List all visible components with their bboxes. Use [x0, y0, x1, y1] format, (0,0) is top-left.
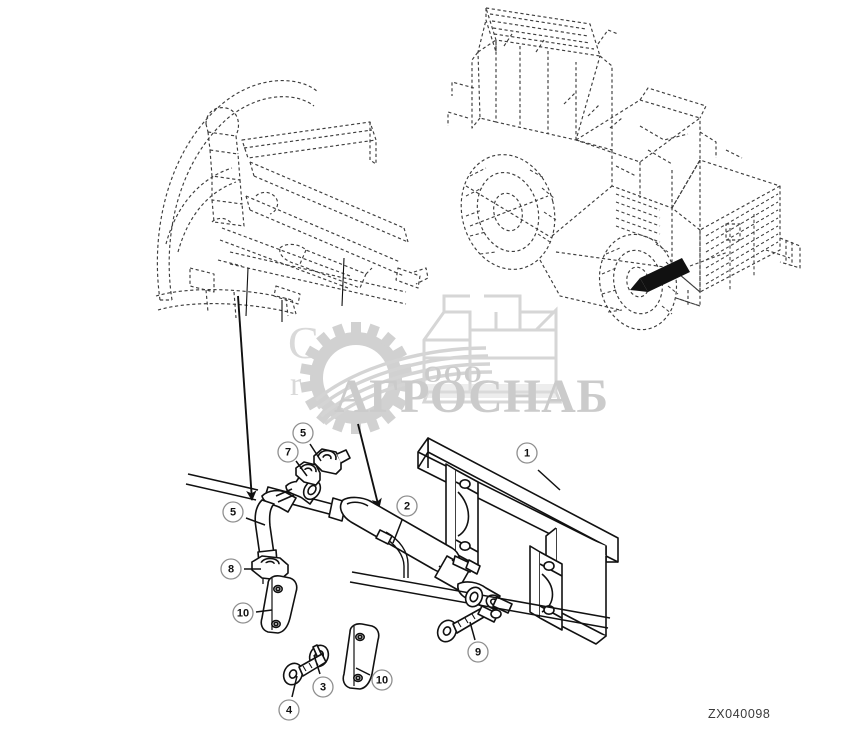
detail-to-assembly-arrow-right [357, 423, 382, 510]
callout-4: 4 [278, 675, 300, 721]
callout-number: 4 [286, 705, 293, 717]
callout-leader-line [313, 654, 321, 675]
machine-overview-view [447, 7, 801, 331]
watermark-company: АГРОСНАБ [334, 370, 609, 423]
callout-bubble [277, 441, 299, 463]
callout-bubble [467, 641, 489, 663]
callout-5: 5 [222, 501, 266, 526]
callout-leader-line [291, 675, 298, 698]
callout-leader-line [469, 621, 476, 641]
callout-7: 7 [277, 441, 308, 477]
callout-bubble [232, 602, 254, 624]
rail-bracket-right [529, 545, 563, 631]
callout-bubble [278, 699, 300, 721]
headlight [725, 223, 741, 241]
installation-indicator-arrow [630, 251, 729, 292]
radiator-grille [705, 193, 779, 290]
side-vent [615, 193, 661, 243]
hydraulic-line [185, 473, 611, 629]
callout-number: 1 [524, 448, 530, 460]
detail-to-assembly-arrow-left [237, 295, 257, 502]
part-number-label: ZX040098 [708, 707, 770, 721]
callout-number: 7 [285, 447, 291, 459]
washer-right-part [464, 586, 484, 608]
watermark: C r [288, 294, 609, 434]
union-nut-part [295, 461, 321, 486]
callout-bubble [312, 676, 334, 698]
watermark-prefix: ООО [424, 362, 484, 387]
callout-bubble [396, 495, 418, 517]
cab-roof [485, 7, 601, 57]
fitting-part [313, 448, 351, 475]
callout-leader-line [537, 469, 561, 491]
cylinder-assembly-exploded-view [185, 437, 619, 690]
callout-10: 10 [355, 667, 393, 691]
rear-wheel [460, 154, 556, 270]
callout-leader-line [392, 519, 403, 544]
callout-bubble [371, 669, 393, 691]
callout-2: 2 [392, 495, 418, 544]
callout-number: 3 [320, 682, 326, 694]
callout-leader-line [355, 667, 371, 676]
callout-bubble [222, 501, 244, 523]
callout-number: 5 [230, 507, 236, 519]
mounting-location-detail-view [155, 79, 429, 319]
callout-leader-line [255, 609, 273, 613]
callout-number: 8 [228, 564, 234, 576]
link-plate-lower [342, 623, 380, 690]
reference-arrows [237, 295, 382, 510]
callout-bubble [292, 422, 314, 444]
callout-leader-line [295, 460, 308, 477]
callout-number: 5 [300, 428, 306, 440]
callout-1: 1 [516, 442, 561, 491]
callout-9: 9 [467, 621, 489, 663]
callout-number: 2 [404, 501, 410, 513]
rear-wheel-tread [465, 167, 557, 255]
callout-number: 10 [237, 608, 249, 620]
callout-number: 9 [475, 647, 481, 659]
front-weight [779, 237, 801, 269]
callout-5: 5 [292, 422, 322, 462]
clevis-pin-part [477, 605, 502, 623]
callout-number: 10 [376, 675, 388, 687]
ghost-letter-r: r [290, 366, 302, 403]
ghost-letter-c: C [288, 317, 319, 368]
engine-deck [575, 99, 701, 163]
harvester-body-icon [424, 384, 556, 398]
link-plate-upper [260, 575, 298, 634]
callout-leader-line [309, 443, 322, 462]
detail-view-leaders [245, 257, 345, 322]
callout-bubble [516, 442, 538, 464]
callout-3: 3 [312, 654, 334, 698]
callout-10: 10 [232, 602, 273, 624]
callout-bubble [220, 558, 242, 580]
callout-8: 8 [220, 558, 261, 580]
callout-leader-line [245, 517, 266, 526]
